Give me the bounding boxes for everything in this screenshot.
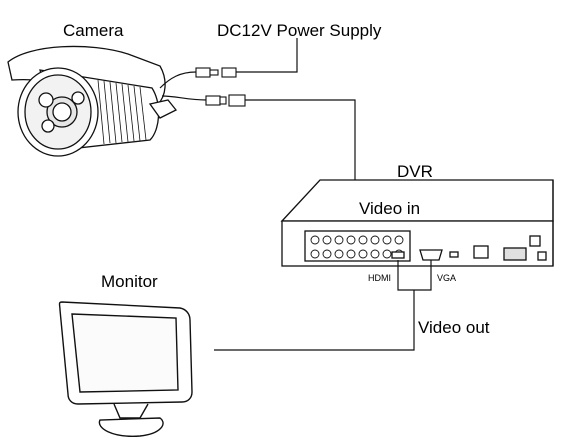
vga-port-icon xyxy=(419,249,443,261)
power-connector-icon xyxy=(195,67,237,78)
dvr-label: DVR xyxy=(397,162,433,181)
video-out-lines xyxy=(214,260,432,351)
bnc-connector-icon xyxy=(205,94,246,107)
camera-illustration xyxy=(7,45,178,157)
monitor-illustration xyxy=(58,301,193,437)
camera-cables xyxy=(159,71,207,101)
vga-label: VGA xyxy=(437,273,456,283)
hdmi-port-icon xyxy=(391,251,405,259)
power-supply-label: DC12V Power Supply xyxy=(217,21,382,40)
video-out-label: Video out xyxy=(418,318,490,337)
dvr-illustration xyxy=(280,179,554,267)
hdmi-label: HDMI xyxy=(368,273,391,283)
camera-label: Camera xyxy=(63,21,124,40)
video-in-label: Video in xyxy=(359,199,420,218)
power-supply-line xyxy=(236,38,298,73)
monitor-label: Monitor xyxy=(101,272,158,291)
